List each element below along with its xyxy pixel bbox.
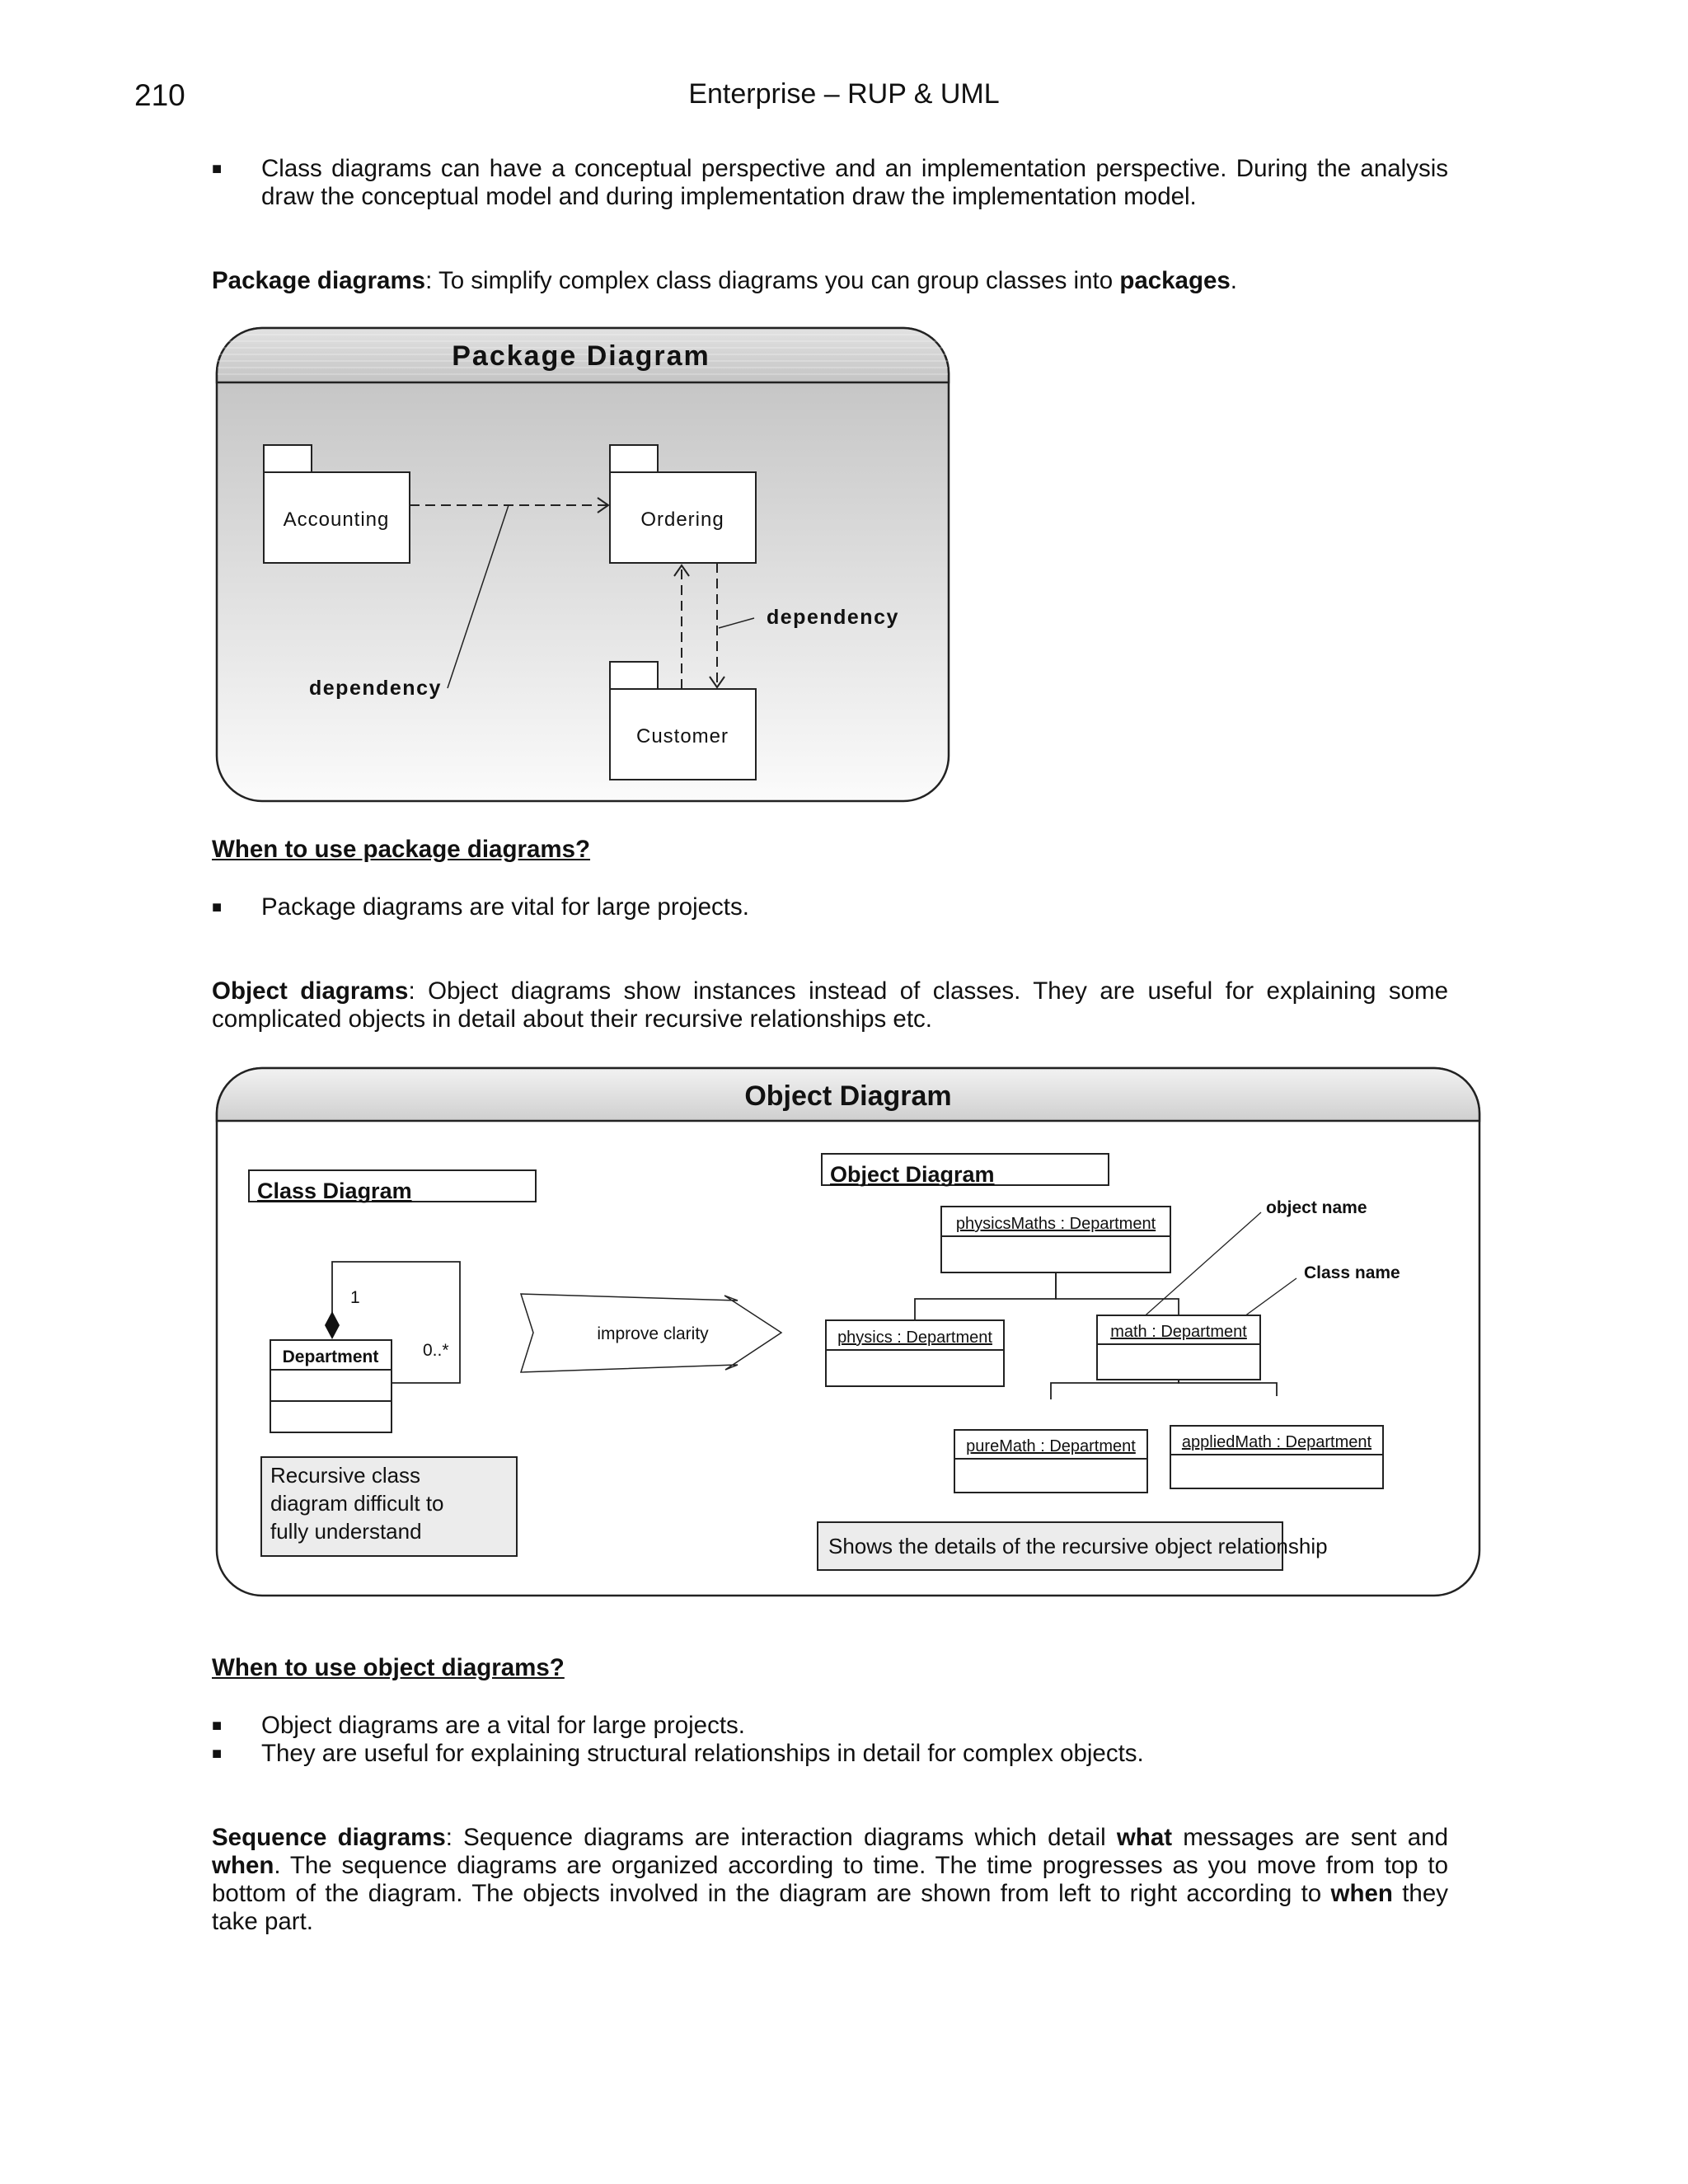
arrowhead xyxy=(709,676,725,689)
object-note: Shows the details of the recursive objec… xyxy=(817,1521,1328,1571)
term-package-diagrams: Package diagrams xyxy=(212,267,426,294)
term-packages: packages xyxy=(1119,267,1231,294)
section-heading: When to use object diagrams? xyxy=(212,1654,565,1681)
package-tab xyxy=(609,661,659,690)
bullet-icon: ■ xyxy=(212,898,223,916)
list-item: ■ They are useful for explaining structu… xyxy=(212,1740,1448,1769)
class-note-text: fully understand xyxy=(270,1519,422,1544)
object-paragraph: Object diagrams: Object diagrams show in… xyxy=(212,977,1448,1033)
paragraph-text: : To simplify complex class diagrams you… xyxy=(425,267,1120,294)
object-name: appliedMath : Department xyxy=(1182,1433,1372,1451)
bullet-text: Class diagrams can have a conceptual per… xyxy=(261,155,1448,210)
callout-line-object-name xyxy=(1124,1212,1262,1334)
paragraph-text: . xyxy=(1230,267,1237,294)
object-panel-title: Object Diagram xyxy=(830,1162,995,1187)
package-tab xyxy=(263,444,312,473)
callout-line-right xyxy=(718,617,755,629)
improve-clarity-arrow xyxy=(519,1293,783,1373)
svg-text:Recursive class diagram: Recursive class diagram difficult to ful… xyxy=(270,1463,450,1544)
emphasis-when: when xyxy=(1330,1880,1393,1907)
object-name: math : Department xyxy=(1110,1323,1247,1341)
object-panel-title-box xyxy=(821,1153,1109,1186)
paragraph-text: messages are sent and xyxy=(1172,1824,1448,1851)
paragraph-text: : Sequence diagrams are interaction diag… xyxy=(445,1824,1117,1851)
paragraph-text: : Object diagrams show instances instead… xyxy=(212,977,1449,1033)
package-ordering: Ordering xyxy=(609,444,757,564)
list-item: ■ Class diagrams can have a conceptual p… xyxy=(212,155,1448,213)
running-header: Enterprise – RUP & UML xyxy=(688,78,1000,110)
package-body xyxy=(609,471,757,564)
package-body xyxy=(263,471,410,564)
package-body xyxy=(609,688,757,780)
class-panel-title: Class Diagram xyxy=(257,1179,412,1203)
package-accounting: Accounting xyxy=(263,444,410,564)
callout-class-name: Class name xyxy=(1304,1263,1400,1282)
dependency-label-left: dependency xyxy=(309,677,442,700)
page-number: 210 xyxy=(134,78,185,112)
bullet-icon: ■ xyxy=(212,1717,223,1735)
object-box-physics: physics : Department xyxy=(825,1319,1005,1387)
paragraph-text: they take part. xyxy=(212,1880,1448,1935)
class-panel-title-box xyxy=(248,1169,537,1202)
class-note-text: Recursive class xyxy=(270,1463,420,1488)
composition-diamond-icon xyxy=(325,1311,340,1339)
class-box-department: Department xyxy=(270,1339,392,1433)
package-diagram-figure: Package Diagram Accounting Ordering Cust… xyxy=(215,326,950,803)
figure-frame xyxy=(215,326,950,803)
list-item: ■ Package diagrams are vital for large p… xyxy=(212,893,1448,923)
improve-clarity-label: improve clarity xyxy=(597,1324,709,1343)
arrowhead xyxy=(597,497,610,513)
package-name: Accounting xyxy=(284,509,390,531)
bullet-icon: ■ xyxy=(212,160,223,178)
multiplicity-one: 1 xyxy=(350,1288,360,1307)
figure-title-band xyxy=(215,1066,1481,1122)
emphasis-when: when xyxy=(212,1852,274,1879)
callout-line-left xyxy=(447,504,509,689)
object-box-puremath: pureMath : Department xyxy=(954,1429,1148,1493)
emphasis-what: what xyxy=(1116,1824,1173,1851)
callout-object-name: object name xyxy=(1266,1198,1367,1217)
object-name: physics : Department xyxy=(837,1329,992,1347)
object-name: pureMath : Department xyxy=(966,1437,1136,1455)
class-name: Department xyxy=(283,1347,379,1366)
object-note-text: Shows the details of the recursive objec… xyxy=(828,1534,1328,1558)
object-box-math: math : Department xyxy=(1096,1315,1261,1380)
class-note-text: diagram difficult to xyxy=(270,1491,444,1516)
recursive-association xyxy=(331,1261,461,1384)
bullet-text: They are useful for explaining structura… xyxy=(261,1740,1144,1767)
bullet-icon: ■ xyxy=(212,1745,223,1763)
bullet-text: Package diagrams are vital for large pro… xyxy=(261,893,749,921)
class-note: Recursive class diagram difficult to ful… xyxy=(260,1456,518,1557)
object-diagram-figure: Object Diagram Class Diagram 1 0..* Depa… xyxy=(215,1066,1481,1597)
object-link xyxy=(1055,1272,1179,1317)
package-name: Ordering xyxy=(640,509,724,531)
sequence-paragraph: Sequence diagrams: Sequence diagrams are… xyxy=(212,1824,1448,1936)
package-paragraph: Package diagrams: To simplify complex cl… xyxy=(212,267,1448,295)
object-box-appliedmath: appliedMath : Department xyxy=(1170,1425,1384,1489)
arrowhead xyxy=(673,564,690,577)
term-object-diagrams: Object diagrams xyxy=(212,977,409,1005)
package-name: Customer xyxy=(636,725,729,748)
package-diagram-title: Package Diagram xyxy=(452,340,710,372)
dependency-label-right: dependency xyxy=(767,606,899,629)
object-diagram-title: Object Diagram xyxy=(744,1080,951,1112)
multiplicity-many: 0..* xyxy=(423,1341,449,1360)
section-heading: When to use package diagrams? xyxy=(212,836,591,863)
object-box-physicsmaths: physicsMaths : Department xyxy=(940,1206,1171,1273)
bullet-text: Object diagrams are a vital for large pr… xyxy=(261,1712,745,1739)
paragraph-text: . The sequence diagrams are organized ac… xyxy=(212,1852,1448,1907)
term-sequence-diagrams: Sequence diagrams xyxy=(212,1824,446,1851)
object-name: physicsMaths : Department xyxy=(956,1215,1156,1233)
package-customer: Customer xyxy=(609,661,757,780)
figure-title-band xyxy=(215,326,950,384)
list-item: ■ Object diagrams are a vital for large … xyxy=(212,1712,1448,1741)
package-tab xyxy=(609,444,659,473)
